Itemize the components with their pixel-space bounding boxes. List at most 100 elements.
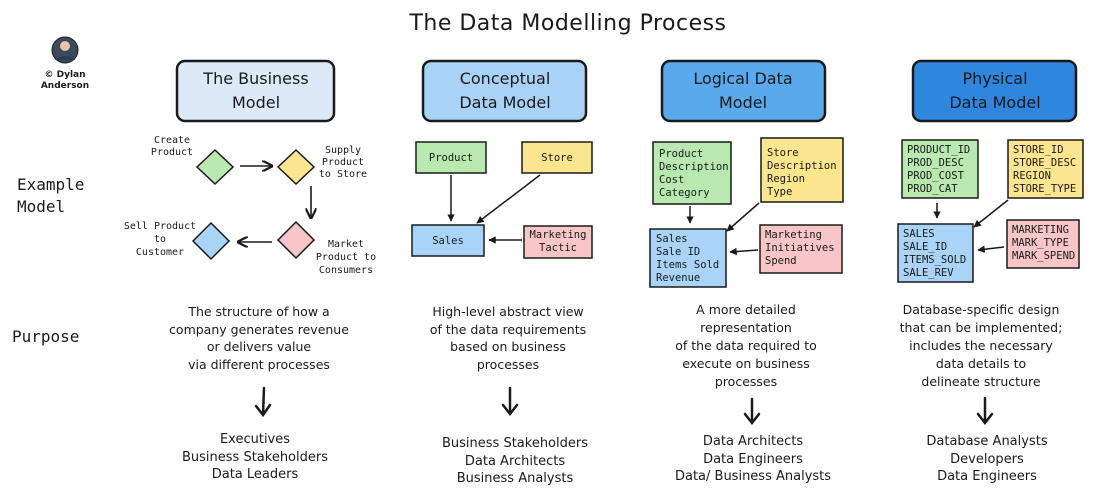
audience-business-item: Business Stakeholders — [182, 450, 328, 465]
logical-model-diagram: Product Description Cost Category Store … — [649, 137, 844, 288]
label-market-3: Consumers — [319, 265, 373, 276]
create-product-node — [195, 148, 235, 186]
audience-logical-item: Data Architects — [703, 434, 803, 449]
purpose-business: The structure of how a company generates… — [169, 304, 349, 372]
purpose-conceptual-line: of the data requirements — [430, 322, 586, 337]
purpose-logical-line: representation — [700, 320, 792, 335]
logical-sales-attr-1: Sales — [656, 233, 688, 245]
audience-physical-item: Data Engineers — [937, 469, 1037, 484]
conceptual-sales-entity — [411, 224, 485, 257]
audience-business: Executives Business Stakeholders Data Le… — [182, 432, 328, 482]
header-conceptual-line1: Conceptual — [460, 69, 551, 88]
physical-product-col-3: PROD_COST — [907, 170, 965, 182]
label-sell-2: to — [154, 234, 166, 245]
sell-product-node — [191, 221, 231, 261]
conceptual-sales-label: Sales — [432, 235, 464, 247]
physical-marketing-entity — [1006, 219, 1080, 269]
audience-logical-item: Data/ Business Analysts — [675, 469, 831, 484]
label-create-2: Product — [151, 147, 193, 158]
author-name-line1: © Dylan — [44, 70, 85, 80]
purpose-conceptual: High-level abstract view of the data req… — [430, 304, 586, 372]
logical-marketing-entity — [759, 224, 843, 274]
logical-sales-entity — [649, 228, 727, 288]
diagram-title: The Data Modelling Process — [408, 11, 726, 36]
physical-sales-col-2: SALE_ID — [903, 241, 947, 253]
audience-logical: Data Architects Data Engineers Data/ Bus… — [675, 434, 831, 484]
arrow-physical-store-to-sales — [973, 199, 1009, 228]
logical-store-attr-2: Description — [767, 160, 837, 172]
conceptual-marketing-label-1: Marketing — [530, 229, 587, 241]
audience-conceptual-item: Data Architects — [465, 454, 565, 469]
label-supply-2: Product — [322, 157, 364, 168]
conceptual-product-entity — [415, 141, 487, 174]
label-supply-3: to Store — [319, 169, 367, 180]
arrow-down-physical — [976, 396, 994, 426]
header-physical-model: Physical Data Model — [911, 59, 1078, 123]
label-supply-1: Supply — [325, 145, 361, 156]
purpose-physical: Database-specific design that can be imp… — [900, 302, 1063, 389]
logical-product-attr-2: Description — [659, 161, 729, 173]
arrow-down-business — [254, 386, 272, 418]
logical-sales-attr-4: Revenue — [656, 272, 700, 284]
label-market-2: Product to — [316, 252, 376, 263]
physical-product-col-1: PRODUCT_ID — [907, 144, 970, 156]
arrow-down-conceptual — [501, 386, 519, 417]
business-model-diagram: Create Product Supply Product to Store M… — [124, 135, 376, 276]
logical-marketing-attr-2: Initiatives — [765, 242, 835, 254]
header-business-model: The Business Model — [175, 59, 336, 123]
arrow-logical-marketing-to-sales — [729, 247, 759, 256]
header-physical-line2: Data Model — [949, 93, 1040, 112]
author-avatar — [51, 36, 79, 64]
conceptual-model-diagram: Product Store Sales Marketing Tactic — [411, 141, 593, 259]
supply-product-node — [276, 148, 316, 186]
audience-conceptual-item: Business Stakeholders — [442, 436, 588, 451]
audience-physical-item: Database Analysts — [926, 434, 1047, 449]
physical-sales-entity — [897, 223, 974, 283]
audience-business-item: Executives — [220, 432, 290, 447]
purpose-conceptual-line: processes — [477, 357, 539, 372]
row-label-model: Model — [17, 197, 65, 216]
conceptual-product-label: Product — [429, 152, 473, 164]
purpose-business-line: The structure of how a — [187, 304, 329, 319]
purpose-conceptual-line: High-level abstract view — [432, 304, 583, 319]
audience-physical: Database Analysts Developers Data Engine… — [926, 434, 1047, 484]
header-logical-line2: Model — [719, 93, 767, 112]
physical-store-entity — [1007, 139, 1084, 199]
logical-store-attr-1: Store — [767, 147, 799, 159]
header-conceptual-line2: Data Model — [459, 93, 550, 112]
physical-store-col-1: STORE_ID — [1013, 144, 1064, 156]
logical-product-entity — [652, 141, 732, 205]
physical-product-entity — [901, 139, 979, 199]
arrow-store-to-sales — [476, 174, 541, 224]
purpose-logical-line: A more detailed — [696, 302, 796, 317]
row-label-purpose: Purpose — [12, 327, 79, 346]
purpose-logical-line: of the data required to — [675, 338, 817, 353]
purpose-logical: A more detailed representation of the da… — [675, 302, 817, 389]
logical-store-attr-3: Region — [767, 173, 805, 185]
purpose-physical-line: delineate structure — [921, 374, 1040, 389]
purpose-logical-line: processes — [715, 374, 777, 389]
audience-logical-item: Data Engineers — [703, 452, 803, 467]
conceptual-marketing-entity — [523, 225, 593, 259]
purpose-business-line: via different processes — [188, 357, 330, 372]
author-name-line2: Anderson — [41, 81, 89, 91]
purpose-business-line: or delivers value — [207, 339, 311, 354]
conceptual-store-label: Store — [541, 152, 573, 164]
physical-store-col-4: STORE_TYPE — [1013, 183, 1076, 195]
physical-store-col-3: REGION — [1013, 170, 1051, 182]
physical-product-col-4: PROD_CAT — [907, 183, 958, 195]
purpose-physical-line: that can be implemented; — [900, 320, 1063, 335]
header-logical-line1: Logical Data — [693, 69, 792, 88]
physical-product-col-2: PROD_DESC — [907, 157, 964, 169]
logical-store-attr-4: Type — [767, 186, 792, 198]
purpose-physical-line: data details to — [936, 356, 1026, 371]
physical-sales-col-3: ITEMS_SOLD — [903, 254, 966, 266]
logical-product-attr-1: Product — [659, 148, 703, 160]
physical-sales-col-4: SALE_REV — [903, 267, 954, 279]
physical-marketing-col-2: MARK_TYPE — [1012, 237, 1069, 249]
header-business-line1: The Business — [202, 69, 308, 88]
logical-marketing-attr-1: Marketing — [765, 229, 822, 241]
purpose-physical-line: Database-specific design — [903, 302, 1060, 317]
row-label-example: Example — [17, 175, 84, 194]
arrow-down-logical — [743, 397, 761, 426]
